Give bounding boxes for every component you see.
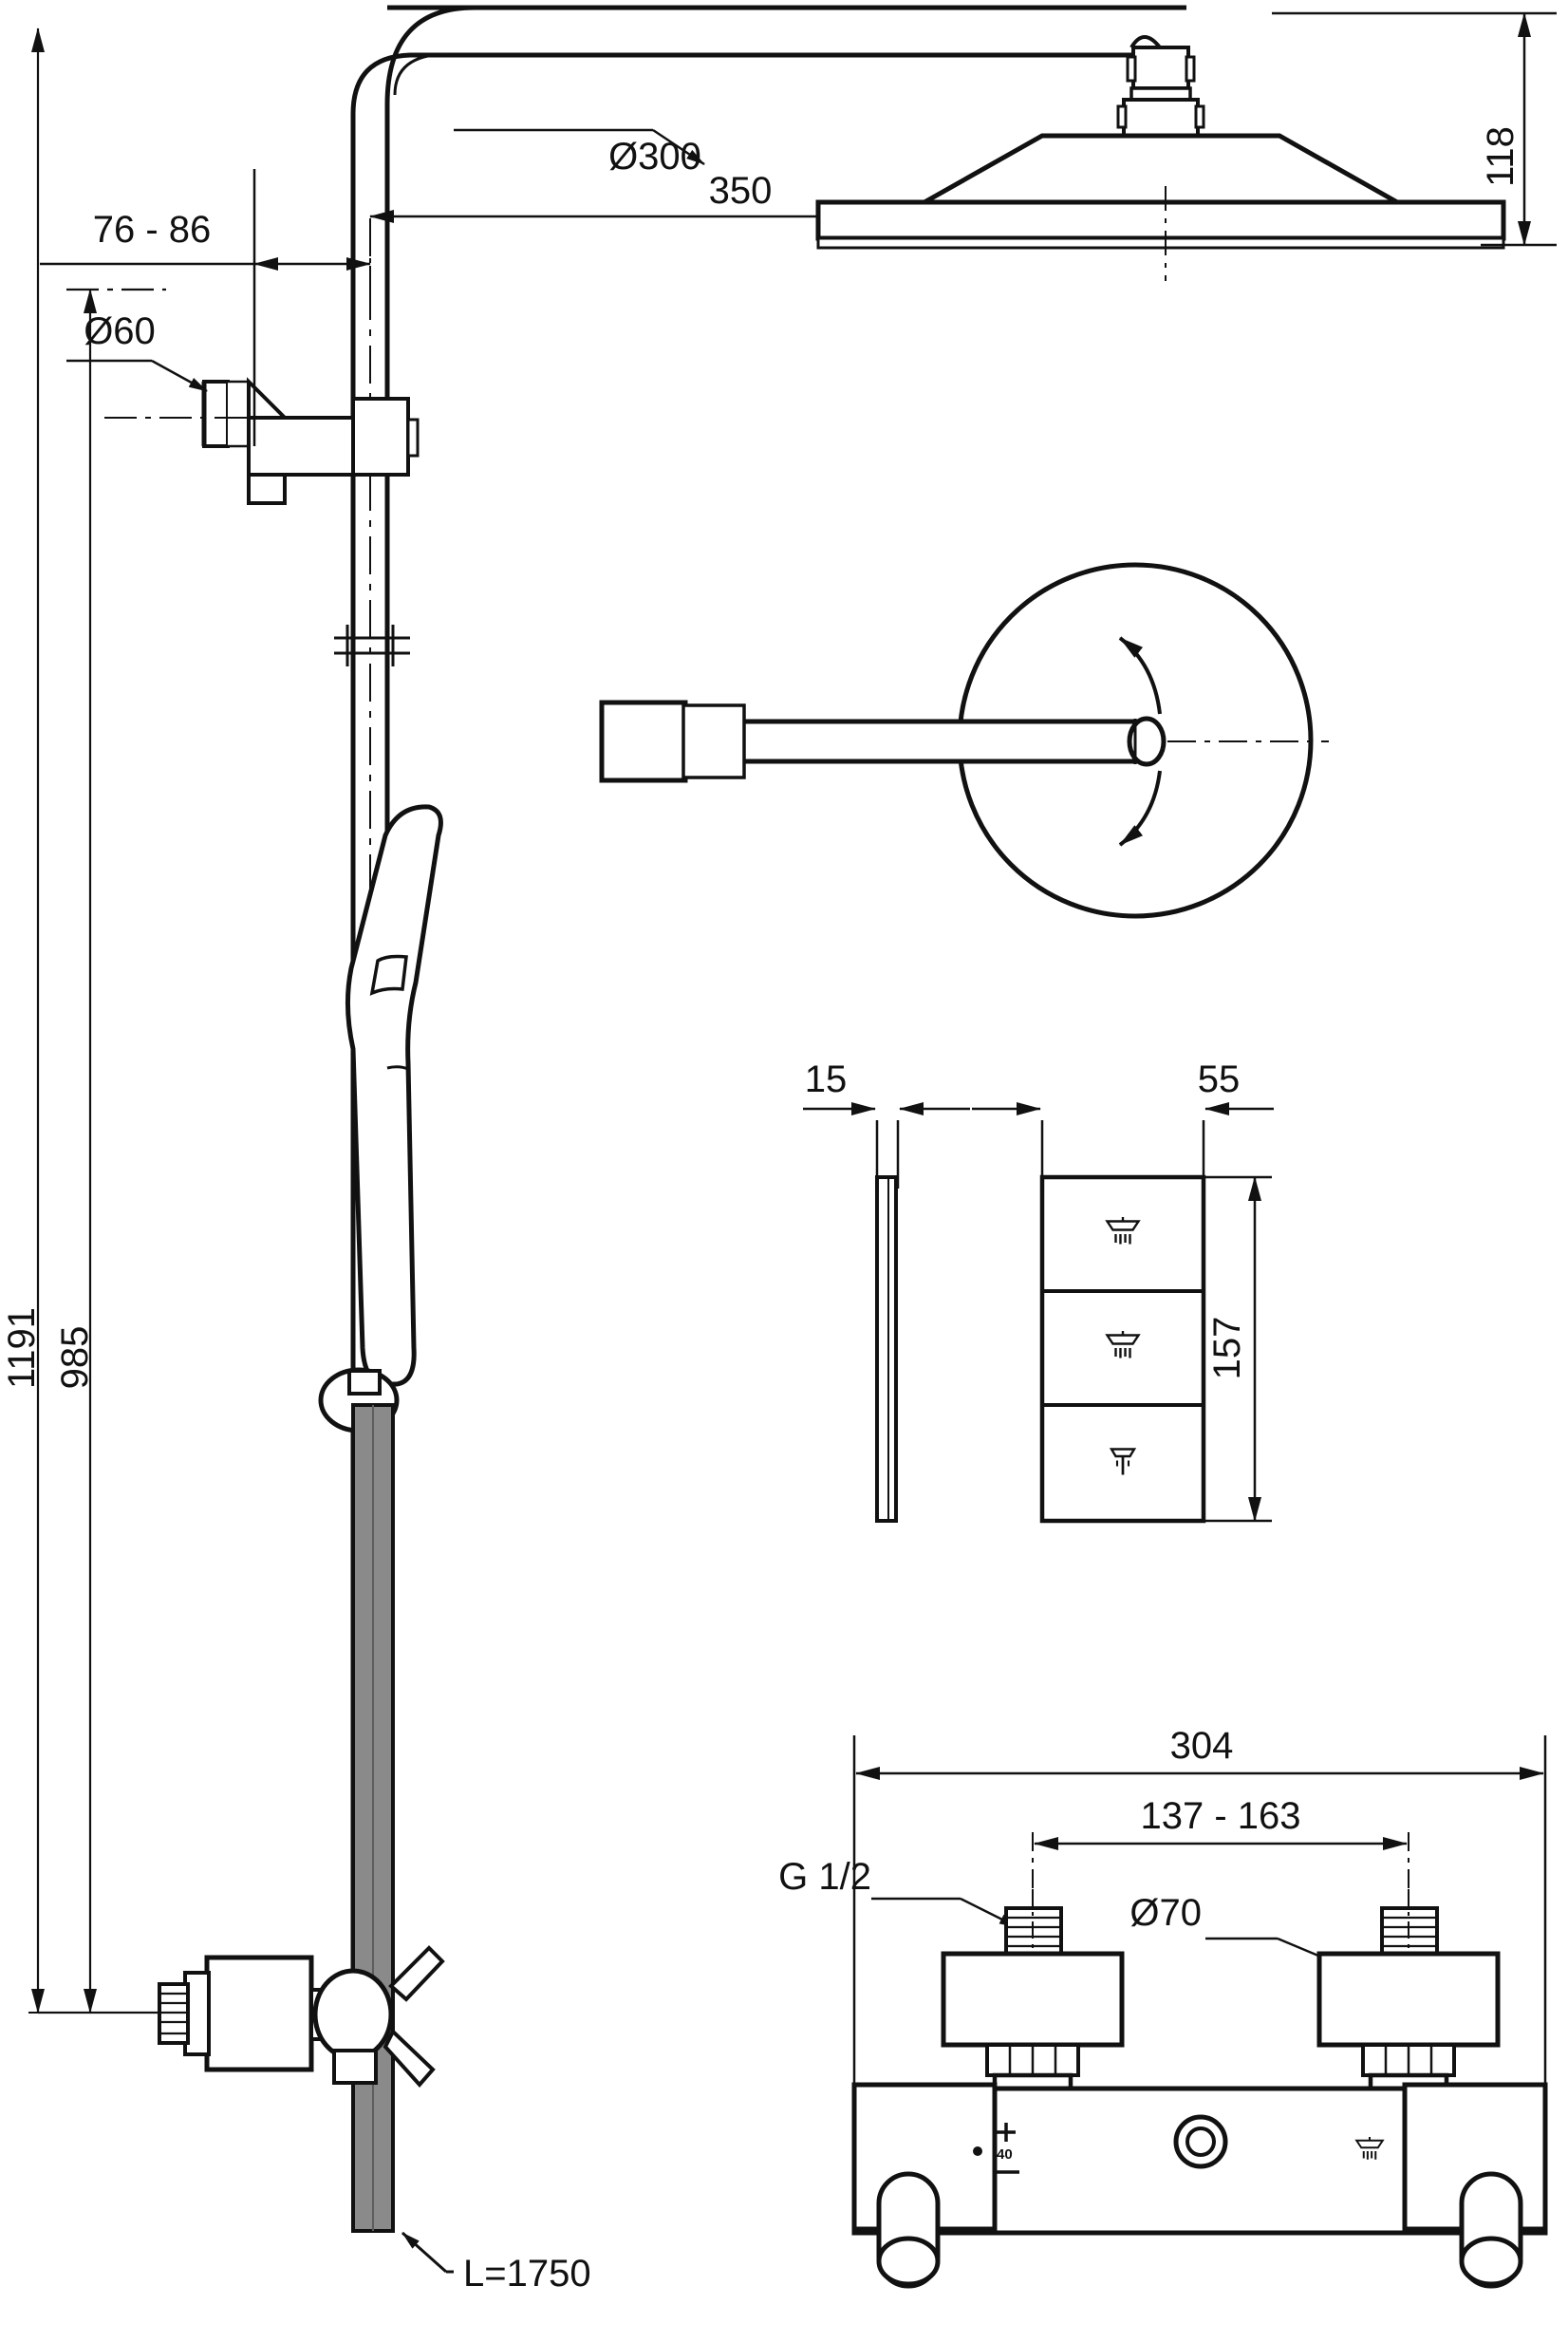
shower-head-joint [1116,35,1205,138]
label-inlet-spacing: 137 - 163 [1140,1795,1300,1837]
shower-head-rim [815,199,1506,241]
control-panel-view [803,1102,1274,1524]
riser-break-marks [334,625,410,666]
mixer-outlet-bore [1185,2127,1216,2157]
hand-shower-detail [386,1065,409,1071]
mixer-handle-left [851,2082,998,2289]
mixer-base [332,2049,378,2085]
mixer-inlet-block-right [1316,1951,1501,2048]
hose-length-leader [401,2231,454,2274]
hand-shower-body [345,804,443,1387]
label-wall-flange-diameter: Ø60 [84,310,156,352]
dimension-985 [66,288,166,2014]
wall-bracket [201,377,420,505]
swivel-arc-up [1118,636,1162,715]
shower-arm-plan-view [599,562,1329,919]
dimension-15 [803,1102,970,1189]
front-elevation-view [28,5,1189,2274]
riser-arm-outer [350,52,1189,1975]
temperature-plus-icon [997,2123,1016,2142]
label-mixer-width: 304 [1170,1725,1234,1767]
hand-shower [345,804,443,1387]
label-wall-offset-range: 76 - 86 [93,209,212,251]
label-panel-height: 157 [1206,1317,1248,1380]
shower-head-face [816,236,1505,250]
arm-tube [681,719,1142,764]
mixer-inlet-right [1380,1889,1439,1958]
mixer-handle [388,1945,445,2002]
riser-arm-inner-2 [393,52,447,96]
hand-shower-button [369,954,408,996]
mixer-handle-right [1402,2082,1548,2289]
label-inlet-diameter: Ø70 [1129,1892,1202,1934]
temperature-dot [973,2146,982,2156]
mixer-body-elevation [158,1945,445,2089]
label-hose-length: L=1750 [463,2253,591,2295]
arm-swivel-joint [1127,716,1167,767]
mixer-outlet [383,2028,436,2089]
arm-wall-plate [599,700,688,783]
dimension-157 [1204,1175,1272,1523]
label-head-diameter: Ø300 [608,136,701,178]
label-head-height: 118 [1480,126,1521,187]
label-temperature-value: 40 [997,2146,1013,2163]
swivel-arc-down [1118,770,1162,847]
arm-wall-plate-edge [681,703,746,779]
label-arm-projection: 350 [709,170,773,212]
leader-d300 [454,128,705,166]
label-panel-width: 55 [1198,1059,1241,1100]
mixer-inlet-block-left [941,1951,1125,2048]
mixer-collar [312,1968,394,2061]
label-panel-thickness: 15 [805,1059,848,1100]
shower-head [815,35,1506,281]
label-thread-size: G 1/2 [778,1856,871,1898]
label-overall-height: 1191 [1,1307,43,1389]
dimension-76-86 [40,169,371,446]
label-mixer-height: 985 [54,1326,96,1390]
leader-d60 [66,359,208,393]
mixer-thread [158,1982,190,2045]
dimension-118 [1272,11,1557,247]
mixer-detail-view [851,1735,1548,2289]
dimension-304 [852,1735,1547,2108]
panel-side-profile [875,1175,898,1523]
dimension-137-163 [1032,1832,1409,1889]
riser-arm-inner [384,5,476,1975]
mixer-valve-left [204,1955,314,2072]
